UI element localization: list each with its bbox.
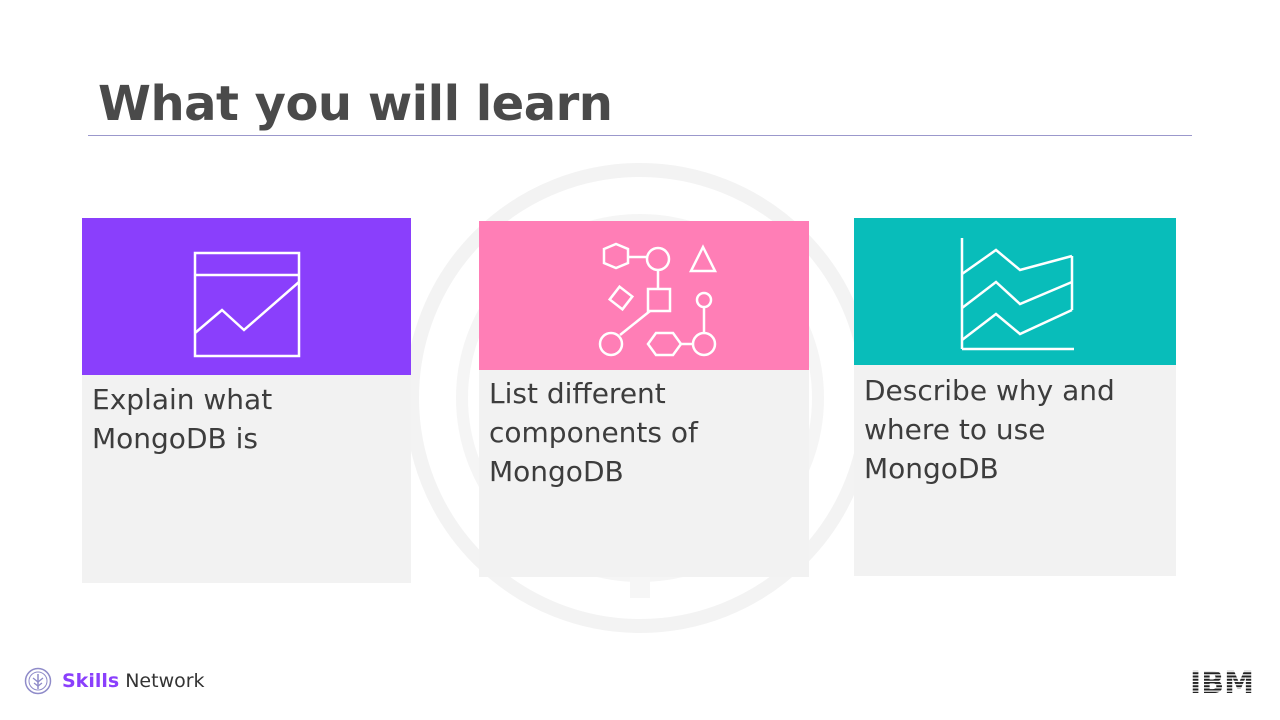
card-header [854, 218, 1176, 365]
skills-network-logo: Skills Network [24, 667, 205, 695]
card-text: Explain what MongoDB is [92, 383, 273, 455]
card-header [82, 218, 411, 375]
stacked-line-icon [960, 238, 1074, 351]
skills-network-icon [24, 667, 52, 695]
learning-card-describe: Describe why and where to use MongoDB [854, 218, 1176, 576]
brand-name-bold: Skills [62, 670, 120, 692]
ibm-logo: IBM [1190, 669, 1254, 695]
brand-name-rest: Network [119, 670, 205, 692]
learning-card-list: List different components of MongoDB [479, 221, 809, 577]
svg-text:IBM: IBM [1190, 669, 1254, 695]
brand-name: Skills Network [62, 670, 205, 692]
slide-title: What you will learn [98, 76, 613, 132]
card-header [479, 221, 809, 370]
chart-icon [193, 251, 301, 358]
card-text: List different components of MongoDB [489, 377, 698, 488]
components-icon [598, 242, 718, 357]
title-divider [88, 135, 1192, 136]
learning-card-explain: Explain what MongoDB is [82, 218, 411, 583]
card-text: Describe why and where to use MongoDB [864, 374, 1115, 485]
